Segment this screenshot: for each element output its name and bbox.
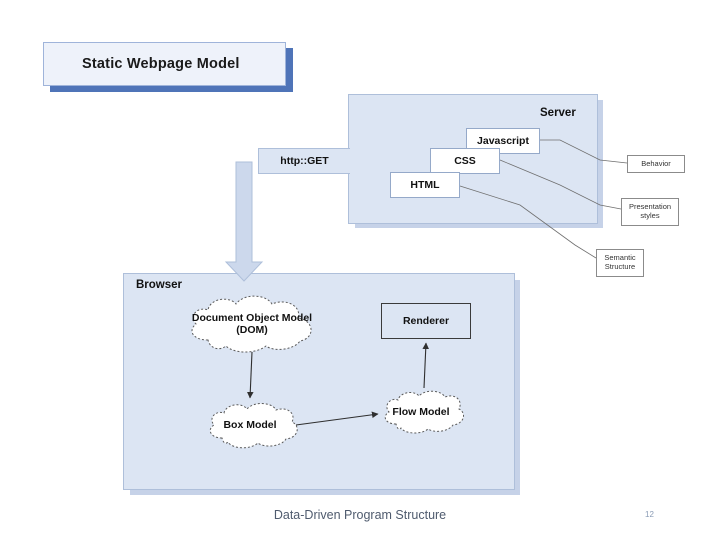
annotation-behavior: Behavior <box>627 155 685 173</box>
box-model-cloud: Box Model <box>202 400 298 450</box>
browser-panel-label: Browser <box>136 279 183 291</box>
page-title: Static Webpage Model <box>82 56 240 72</box>
server-panel-label: Server <box>540 107 576 119</box>
annotation-semantic-structure: Semantic Structure <box>596 249 644 277</box>
flow-model-label: Flow Model <box>392 405 450 418</box>
page-number: 12 <box>645 510 654 519</box>
box-model-label: Box Model <box>223 418 277 431</box>
title-box: Static Webpage Model <box>43 42 286 86</box>
server-box-css: CSS <box>430 148 500 174</box>
dom-cloud-label: Document Object Model (DOM) <box>191 311 313 336</box>
footer-title: Data-Driven Program Structure <box>273 508 447 522</box>
flow-model-cloud: Flow Model <box>378 388 464 436</box>
server-box-javascript: Javascript <box>466 128 540 154</box>
annotation-presentation-styles: Presentation styles <box>621 198 679 226</box>
http-get-label: http::GET <box>258 148 350 174</box>
server-box-html: HTML <box>390 172 460 198</box>
dom-cloud: Document Object Model (DOM) <box>178 294 326 354</box>
renderer-box: Renderer <box>381 303 471 339</box>
